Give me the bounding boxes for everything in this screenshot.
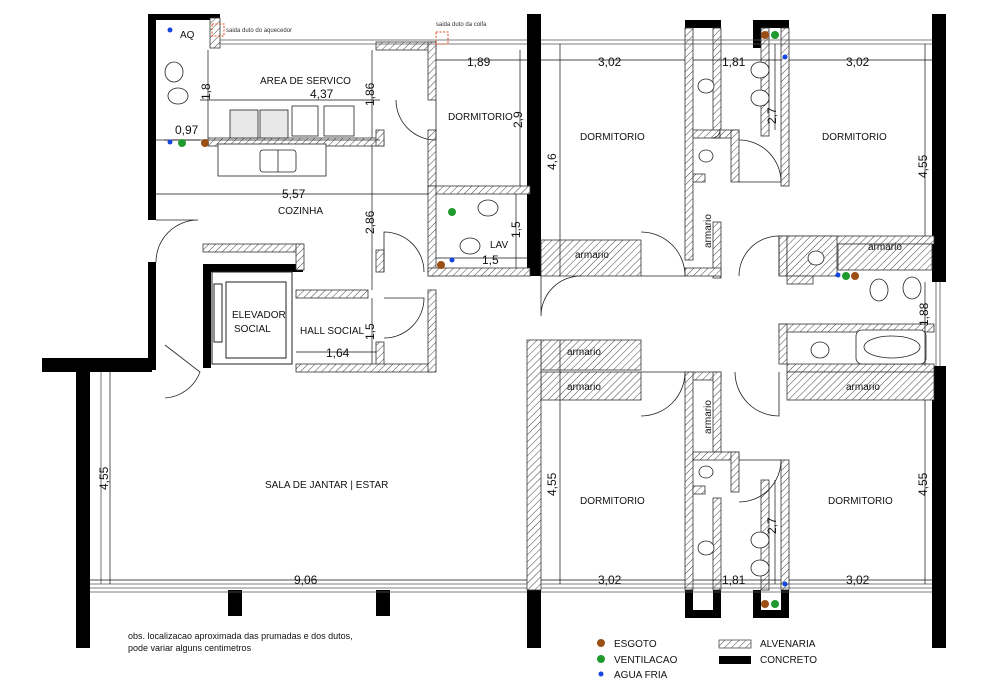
sewage-dot	[761, 31, 769, 39]
cold-water-dot	[449, 257, 455, 263]
cold-water-dot	[167, 27, 173, 33]
label-area-servico: AREA DE SERVICO	[260, 76, 351, 87]
legend-ventilacao-label: VENTILACAO	[614, 655, 678, 666]
dim-0-97: 0,97	[175, 123, 199, 137]
sanitary-fixtures	[164, 61, 927, 577]
dim-1-86: 1,86	[363, 82, 377, 106]
dim-2-7-top: 2,7	[765, 107, 779, 124]
label-armario-3: armario	[567, 382, 601, 393]
heater-duct-marker	[211, 23, 225, 37]
legend-ventilacao-swatch	[597, 655, 605, 663]
dim-4-37: 4,37	[310, 87, 334, 101]
label-armario-5: armario	[846, 382, 880, 393]
sewage-dot	[761, 600, 769, 608]
dim-1-81-bottom: 1,81	[722, 573, 746, 587]
label-armario-4: armario	[868, 242, 902, 253]
label-dormitorio-4: DORMITORIO	[828, 496, 893, 507]
label-cozinha: COZINHA	[278, 206, 323, 217]
legend-agua-fria-swatch	[598, 671, 604, 677]
label-sala: SALA DE JANTAR | ESTAR	[265, 480, 388, 491]
kitchen-fixtures	[156, 105, 380, 177]
masonry-walls	[202, 17, 935, 591]
label-heater-duct: saida duto do aquecedor	[226, 28, 292, 34]
legend-alvenaria-swatch	[718, 639, 752, 649]
sewage-dot	[201, 139, 209, 147]
legend-alvenaria-label: ALVENARIA	[760, 639, 816, 650]
dim-4-6: 4,6	[545, 153, 559, 170]
dim-5-57: 5,57	[282, 187, 306, 201]
elevator-cab	[211, 271, 293, 365]
legend-concreto-label: CONCRETO	[760, 655, 817, 666]
concrete-walls	[42, 14, 946, 648]
label-dormitorio-2: DORMITORIO	[822, 132, 887, 143]
dim-2-7-bottom: 2,7	[765, 517, 779, 534]
dim-1-8: 1,8	[199, 83, 213, 100]
dim-3-02-bottom-right: 3,02	[846, 573, 870, 587]
legend-agua-fria-label: AGUA FRIA	[614, 670, 668, 681]
window-strips	[90, 39, 941, 593]
legend-concreto-swatch	[719, 656, 751, 664]
dim-2-86: 2,86	[363, 210, 377, 234]
dim-4-55-top-right: 4,55	[916, 154, 930, 178]
door-swings	[155, 99, 782, 503]
label-dormitorio-3: DORMITORIO	[580, 496, 645, 507]
dimension-labels: 1,8 4,37 1,86 1,89 3,02 1,81 3,02 0,97 2…	[97, 55, 931, 587]
label-lav: LAV	[490, 240, 508, 251]
dim-4-55-center: 4,55	[545, 472, 559, 496]
cold-water-dot	[782, 54, 788, 60]
ventilation-dot	[771, 600, 779, 608]
legend-esgoto-swatch	[597, 639, 605, 647]
duct-markers	[211, 23, 449, 45]
cold-water-dot	[782, 581, 788, 587]
dim-1-5-lav-vertical: 1,5	[509, 221, 523, 238]
label-elevador-social: SOCIAL	[234, 324, 271, 335]
riser-dots	[167, 27, 859, 608]
dim-3-02-top: 3,02	[598, 55, 622, 69]
ventilation-dot	[771, 31, 779, 39]
dim-3-02-top-right: 3,02	[846, 55, 870, 69]
ventilation-dot	[448, 208, 456, 216]
cold-water-dot	[167, 139, 173, 145]
label-hall-social: HALL SOCIAL	[300, 326, 365, 337]
sewage-dot	[437, 261, 445, 269]
dim-1-81-top: 1,81	[722, 55, 746, 69]
room-labels: AQ saida duto do aquecedor saida duto da…	[180, 22, 902, 507]
label-elevador: ELEVADOR	[232, 310, 286, 321]
label-aq: AQ	[180, 30, 195, 41]
legend-esgoto-label: ESGOTO	[614, 639, 657, 650]
label-armario-6: armario	[703, 214, 714, 248]
hood-duct-marker	[435, 31, 449, 45]
dim-1-5-hall: 1,5	[363, 323, 377, 340]
ventilation-dot	[842, 272, 850, 280]
dim-4-55-left: 4,55	[97, 466, 111, 490]
ventilation-dot	[178, 139, 186, 147]
dim-1-89: 1,89	[467, 55, 491, 69]
label-armario-2: armario	[567, 347, 601, 358]
label-hood-duct: saida duto da coifa	[436, 22, 487, 28]
label-dormitorio-small: DORMITORIO	[448, 112, 513, 123]
dim-9-06: 9,06	[294, 573, 318, 587]
observation-note: obs. localizacao aproximada das prumadas…	[128, 631, 353, 653]
dim-4-55-bottom-right: 4,55	[916, 472, 930, 496]
label-armario-1: armario	[575, 250, 609, 261]
cold-water-dot	[835, 272, 841, 278]
legend: ESGOTO VENTILACAO AGUA FRIA ALVENARIA CO…	[597, 639, 817, 681]
label-dormitorio-1: DORMITORIO	[580, 132, 645, 143]
dim-3-02-bottom: 3,02	[598, 573, 622, 587]
dim-1-64: 1,64	[326, 346, 350, 360]
dim-2-9: 2,9	[511, 111, 525, 128]
dim-1-5-lav: 1,5	[482, 253, 499, 267]
sewage-dot	[851, 272, 859, 280]
label-armario-7: armario	[703, 400, 714, 434]
dim-1-88: 1,88	[917, 302, 931, 326]
